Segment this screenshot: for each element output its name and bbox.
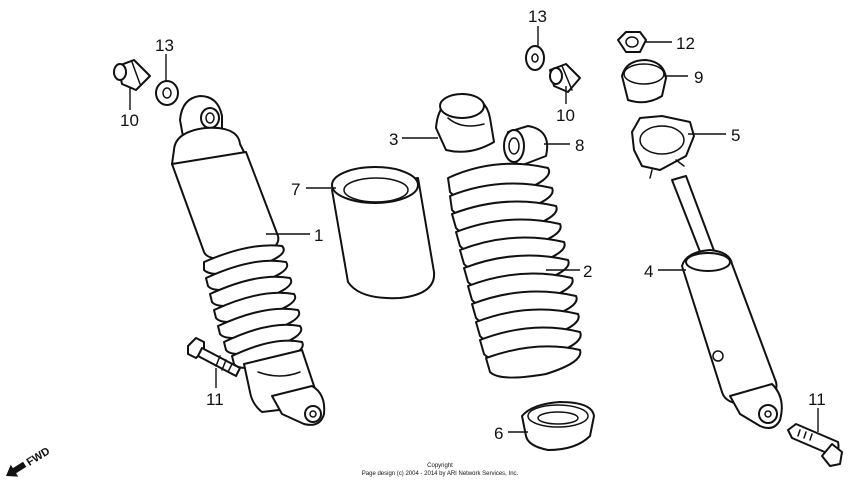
callout-10-left: 10 (120, 111, 139, 130)
part-10-collar-left (113, 59, 151, 91)
callout-8: 8 (575, 136, 584, 155)
part-8-bushing (503, 125, 549, 167)
callout-4: 4 (644, 262, 653, 281)
fwd-label: FWD (25, 445, 53, 468)
part-11-bolt-right (787, 423, 843, 467)
callout-1: 1 (314, 226, 323, 245)
fwd-arrow: FWD (6, 445, 53, 477)
part-10-collar-right (549, 63, 581, 93)
part-11-bolt-left (187, 337, 241, 377)
leader-lines (129, 26, 819, 433)
callout-11-left: 11 (206, 390, 224, 409)
part-2-coil-spring (447, 162, 582, 379)
callout-2: 2 (583, 262, 592, 281)
part-13-washer-left (155, 80, 179, 106)
callout-5: 5 (731, 126, 740, 145)
callout-13-right: 13 (528, 7, 547, 26)
fwd-arrow-icon (6, 461, 27, 477)
callout-6: 6 (494, 424, 503, 443)
part-4-damper (671, 175, 783, 429)
part-3-upper-joint (435, 93, 495, 153)
callout-9: 9 (694, 68, 703, 87)
callout-7: 7 (291, 180, 300, 199)
callout-10-right: 10 (556, 106, 575, 125)
callout-12: 12 (676, 34, 695, 53)
part-12-nut (617, 31, 647, 53)
part-9-rubber-bushing (621, 59, 667, 104)
part-7-spring-cover (331, 166, 436, 300)
part-5-spring-stopper (631, 115, 695, 179)
part-1-rear-shock-assembly (171, 95, 326, 426)
callout-13-left: 13 (155, 36, 174, 55)
part-13-washer-right (525, 45, 545, 71)
callout-11-right: 11 (808, 390, 826, 409)
callout-labels: 1 2 3 4 5 6 7 8 9 10 10 11 11 12 13 13 (120, 7, 826, 443)
copyright-line-1: Copyright (427, 463, 453, 469)
copyright-line-2: Page design (c) 2004 - 2014 by ARI Netwo… (361, 471, 519, 477)
callout-3: 3 (389, 130, 398, 149)
part-6-lower-seat (521, 401, 595, 451)
